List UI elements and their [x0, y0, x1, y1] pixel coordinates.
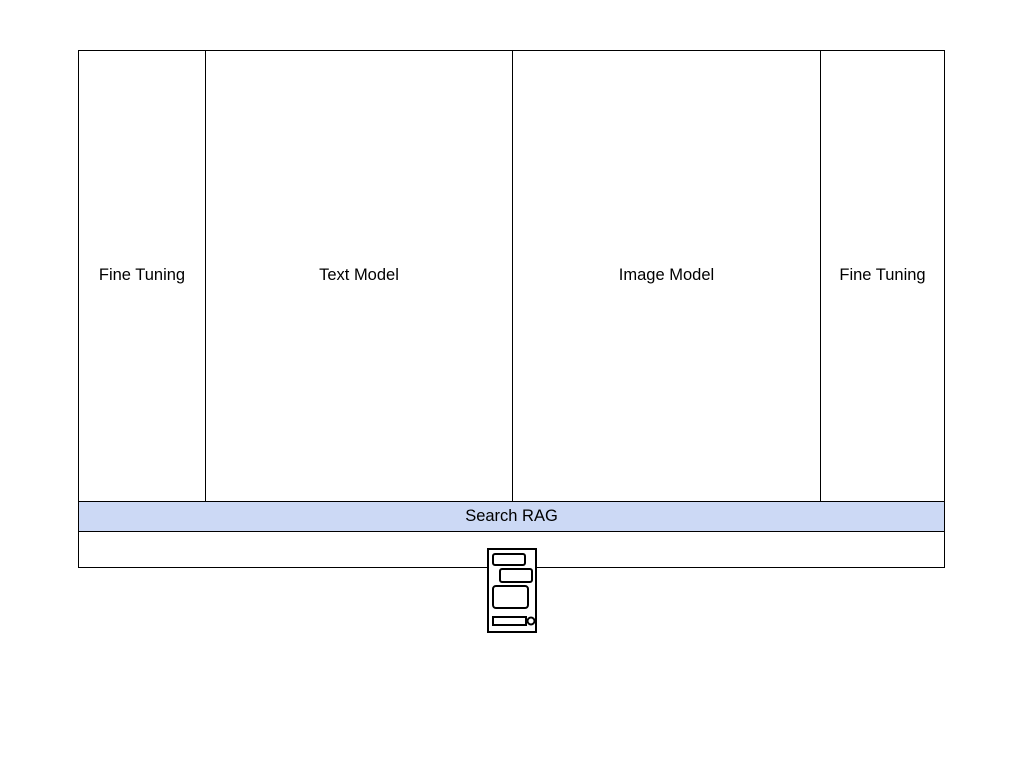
column-label-fine-tuning-left: Fine Tuning — [98, 266, 186, 285]
column-label-image-model: Image Model — [618, 266, 715, 285]
column-label-text-model: Text Model — [319, 266, 399, 285]
search-rag-label: Search RAG — [465, 507, 558, 525]
architecture-diagram-container: Fine Tuning Text Model Image Model Fine … — [78, 50, 945, 568]
server-tower-icon[interactable] — [487, 548, 537, 633]
column-text-model[interactable]: Text Model — [205, 51, 512, 501]
search-rag-band[interactable]: Search RAG — [79, 501, 944, 532]
column-fine-tuning-right[interactable]: Fine Tuning — [820, 51, 944, 501]
column-fine-tuning-left[interactable]: Fine Tuning — [79, 51, 205, 501]
model-columns-row: Fine Tuning Text Model Image Model Fine … — [79, 51, 944, 501]
column-image-model[interactable]: Image Model — [512, 51, 820, 501]
column-label-fine-tuning-right: Fine Tuning — [839, 266, 926, 285]
